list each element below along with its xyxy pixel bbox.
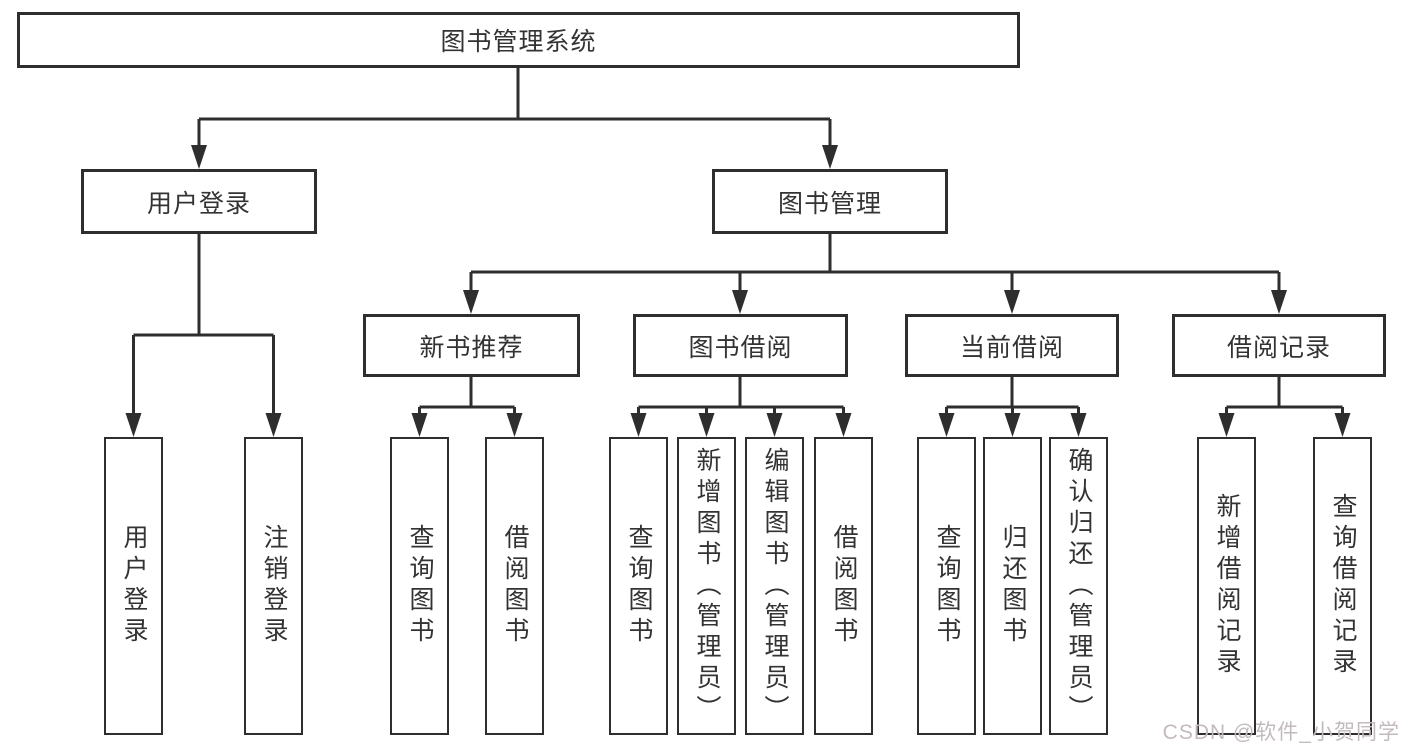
arrowhead xyxy=(630,413,647,437)
arrowhead xyxy=(1070,413,1087,437)
node-book-management: 图书管理 xyxy=(712,169,948,234)
node-label: 查询图书 xyxy=(406,524,434,648)
node-label: 注销登录 xyxy=(260,524,288,648)
arrowhead xyxy=(1004,290,1020,314)
arrowhead xyxy=(938,413,955,437)
leaf-borrow-books: 借阅图书 xyxy=(814,437,873,735)
leaf-query-books-current: 查询图书 xyxy=(917,437,976,735)
node-label: 借阅图书 xyxy=(830,524,858,648)
arrowhead xyxy=(506,413,523,437)
node-label: 新增图书（管理员） xyxy=(693,446,721,726)
arrowhead xyxy=(1218,413,1235,437)
leaf-query-books-borrow: 查询图书 xyxy=(609,437,668,735)
connector-user-login xyxy=(132,233,275,415)
connector-root xyxy=(197,67,832,147)
arrowhead xyxy=(411,413,428,437)
connector-book-borrow xyxy=(637,376,845,415)
arrowhead xyxy=(766,413,783,437)
node-label: 图书管理 xyxy=(777,189,882,218)
node-label: 查询借阅记录 xyxy=(1329,493,1357,679)
arrowhead xyxy=(698,413,715,437)
leaf-add-borrow-record: 新增借阅记录 xyxy=(1197,437,1256,735)
leaf-add-book-admin: 新增图书（管理员） xyxy=(677,437,736,735)
node-new-book-recommend: 新书推荐 xyxy=(363,314,580,377)
node-label: 编辑图书（管理员） xyxy=(761,446,789,726)
node-label: 用户登录 xyxy=(146,189,251,218)
arrowhead xyxy=(835,413,852,437)
node-label: 新书推荐 xyxy=(419,333,524,362)
node-root: 图书管理系统 xyxy=(17,12,1020,68)
leaf-borrow-books-recommend: 借阅图书 xyxy=(485,437,544,735)
arrowhead xyxy=(463,290,479,314)
arrowhead xyxy=(191,145,207,169)
watermark: CSDN @软件_小贺同学 xyxy=(1162,721,1400,744)
arrowhead xyxy=(822,145,838,169)
leaf-query-borrow-record: 查询借阅记录 xyxy=(1313,437,1372,735)
node-label: 用户登录 xyxy=(120,524,148,648)
connector-current-borrow xyxy=(945,376,1080,415)
arrowhead xyxy=(125,413,142,437)
node-label: 当前借阅 xyxy=(959,333,1064,362)
node-user-login: 用户登录 xyxy=(81,169,317,234)
node-label: 新增借阅记录 xyxy=(1213,493,1241,679)
leaf-return-books: 归还图书 xyxy=(983,437,1042,735)
arrowhead xyxy=(265,413,282,437)
arrowhead xyxy=(1334,413,1351,437)
connector-borrow-records xyxy=(1225,376,1344,415)
node-book-borrow: 图书借阅 xyxy=(633,314,848,377)
connector-new-book xyxy=(418,376,516,415)
node-label: 图书借阅 xyxy=(688,333,793,362)
node-label: 借阅图书 xyxy=(501,524,529,648)
leaf-query-books-recommend: 查询图书 xyxy=(390,437,449,735)
node-borrow-records: 借阅记录 xyxy=(1172,314,1386,377)
node-current-borrow: 当前借阅 xyxy=(905,314,1119,377)
arrowhead xyxy=(732,290,748,314)
arrowhead xyxy=(1271,290,1287,314)
node-label: 确认归还（管理员） xyxy=(1065,446,1093,726)
node-label: 借阅记录 xyxy=(1226,333,1331,362)
connector-book-management xyxy=(469,233,1281,292)
node-label: 查询图书 xyxy=(933,524,961,648)
node-label: 查询图书 xyxy=(625,524,653,648)
leaf-logout: 注销登录 xyxy=(244,437,303,735)
leaf-edit-book-admin: 编辑图书（管理员） xyxy=(745,437,804,735)
leaf-user-login: 用户登录 xyxy=(104,437,163,735)
leaf-confirm-return-admin: 确认归还（管理员） xyxy=(1049,437,1108,735)
arrowhead xyxy=(1004,413,1021,437)
node-label: 图书管理系统 xyxy=(440,28,597,56)
node-label: 归还图书 xyxy=(999,524,1027,648)
